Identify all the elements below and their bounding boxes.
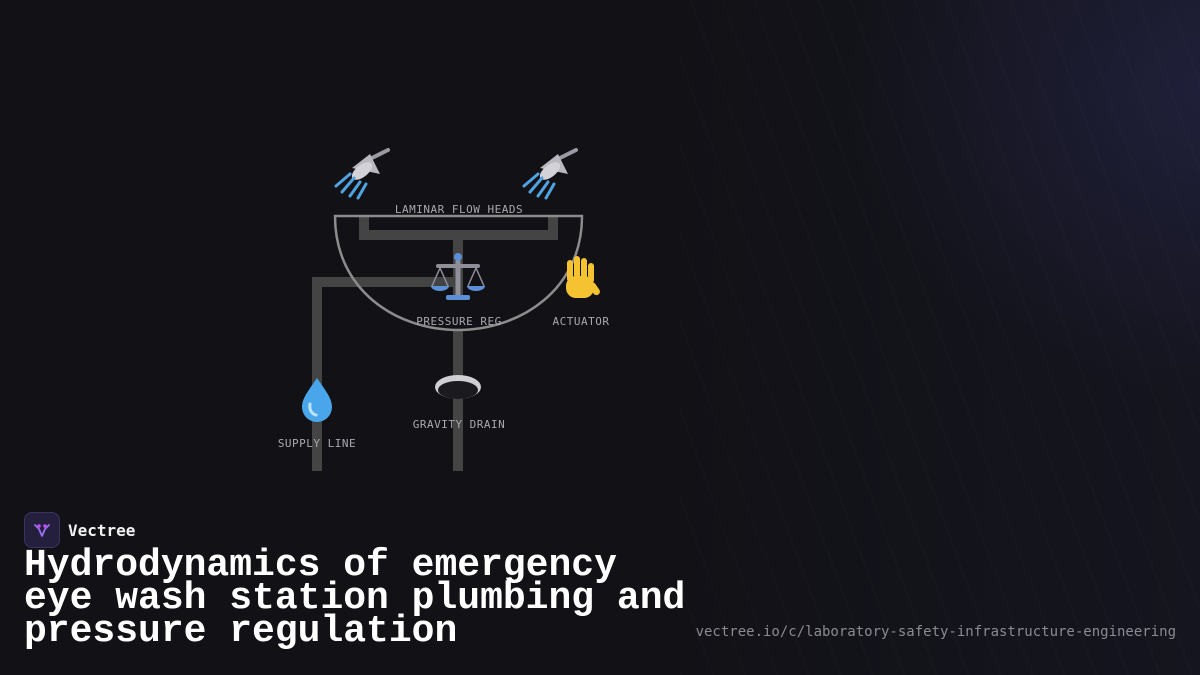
balance-scale-icon	[431, 253, 485, 300]
raised-hand-icon	[566, 256, 600, 298]
head-manifold-pipe	[359, 216, 558, 240]
pipe-network	[312, 216, 558, 471]
brand: Vectree	[24, 512, 135, 548]
drain-icon	[435, 375, 481, 399]
shower-head-icon	[334, 148, 390, 200]
actuator-label: ACTUATOR	[553, 315, 610, 328]
flow-heads-label: LAMINAR FLOW HEADS	[395, 203, 523, 216]
pressure-reg-label: PRESSURE REG	[416, 315, 501, 328]
brand-name: Vectree	[68, 520, 136, 540]
source-url: vectree.io/c/laboratory-safety-infrastru…	[695, 624, 1176, 640]
gravity-drain-label: GRAVITY DRAIN	[413, 418, 506, 431]
water-droplet-icon	[302, 378, 332, 422]
page-title: Hydrodynamics of emergency eye wash stat…	[24, 544, 686, 653]
shower-head-icon	[522, 148, 578, 200]
supply-line-label: SUPPLY LINE	[278, 437, 356, 450]
vectree-logo-icon	[24, 512, 60, 548]
